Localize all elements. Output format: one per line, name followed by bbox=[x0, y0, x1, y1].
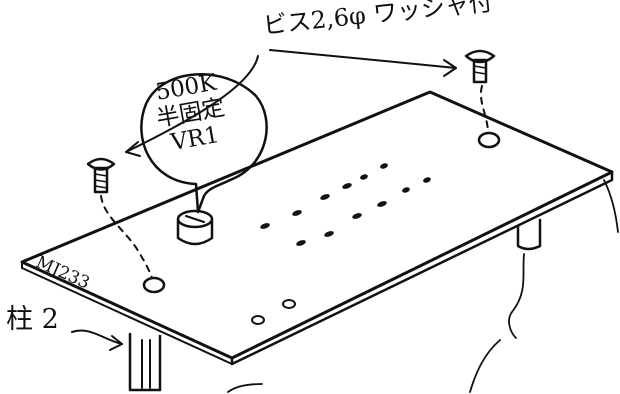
mount-hole-back bbox=[477, 131, 501, 149]
pcb-board bbox=[20, 90, 614, 366]
small-hole bbox=[251, 315, 265, 325]
screw-path-dashed bbox=[100, 195, 153, 279]
vr-callout-label: 500K 半固定 VR1 bbox=[150, 70, 231, 158]
standoff-pillar-icon bbox=[128, 332, 162, 392]
pad-marks bbox=[260, 163, 431, 246]
small-hole bbox=[282, 299, 296, 309]
wire-stroke bbox=[227, 383, 263, 393]
wire-stroke bbox=[603, 179, 619, 233]
trimmer-pot-icon bbox=[176, 209, 214, 246]
pillar-label: 柱 2 bbox=[6, 304, 59, 335]
arrow-icon bbox=[71, 329, 123, 351]
wire-stroke bbox=[469, 339, 501, 393]
callout-bubble bbox=[140, 73, 268, 214]
screw-path-dashed bbox=[479, 85, 489, 131]
arrow-icon bbox=[269, 49, 457, 77]
mount-hole-front bbox=[142, 276, 166, 294]
screw-icon bbox=[464, 49, 496, 84]
standoff-pillar-icon bbox=[516, 218, 542, 251]
arrow-icon bbox=[125, 55, 259, 157]
wire-stroke bbox=[508, 253, 525, 339]
screw-icon bbox=[86, 157, 116, 194]
